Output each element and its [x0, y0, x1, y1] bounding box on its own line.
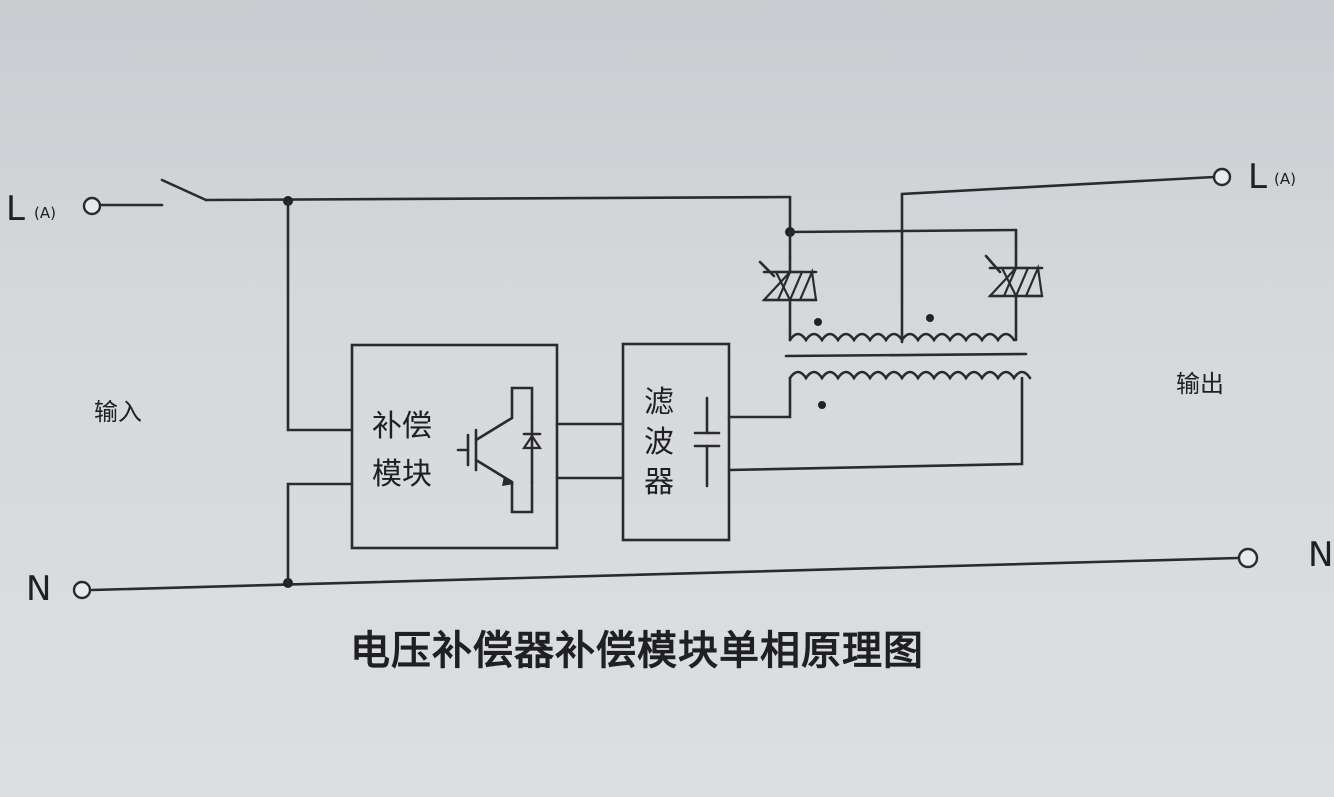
output-neutral-terminal	[1237, 547, 1259, 569]
compensation-module-box	[350, 343, 559, 550]
module-label-line2: 模块	[372, 457, 432, 492]
igbt-icon	[456, 386, 543, 514]
transformer-secondary-coil	[788, 314, 1016, 343]
diagram-caption: 电压补偿器补偿模块单相原理图	[350, 628, 924, 674]
filter-label-char1: 滤	[644, 385, 674, 420]
filter-label-char3: 器	[644, 465, 674, 500]
live-line	[98, 178, 792, 234]
neutral-line	[90, 556, 1240, 592]
filter-box	[621, 342, 731, 542]
filter-primary-wire	[727, 376, 1024, 472]
output-live-wire	[900, 175, 1216, 344]
input-live-terminal	[82, 196, 102, 216]
input-label: 输入	[94, 398, 142, 426]
thyristor-left-icon	[758, 256, 818, 342]
input-neutral-terminal	[72, 580, 92, 600]
output-live-terminal	[1212, 167, 1232, 187]
switch-blade	[160, 178, 208, 202]
branch-to-module	[286, 199, 354, 432]
output-label: 输出	[1176, 370, 1224, 398]
transformer-core	[784, 352, 1028, 358]
filter-label-char2: 波	[644, 425, 674, 460]
input-live-sub-label: (A)	[34, 204, 56, 222]
output-live-sub-label: (A)	[1274, 170, 1296, 188]
transformer-primary-coil	[788, 370, 1032, 409]
filter-primary-wire	[727, 376, 792, 419]
output-live-label: L	[1248, 157, 1267, 197]
module-label-line1: 补偿	[372, 409, 432, 444]
capacitor-icon	[693, 396, 721, 488]
output-neutral-label: N	[1308, 535, 1333, 575]
input-neutral-label: N	[26, 569, 51, 609]
input-live-label: L	[6, 189, 25, 229]
neutral-branch	[286, 482, 354, 585]
thyristor-right-icon	[984, 254, 1044, 342]
